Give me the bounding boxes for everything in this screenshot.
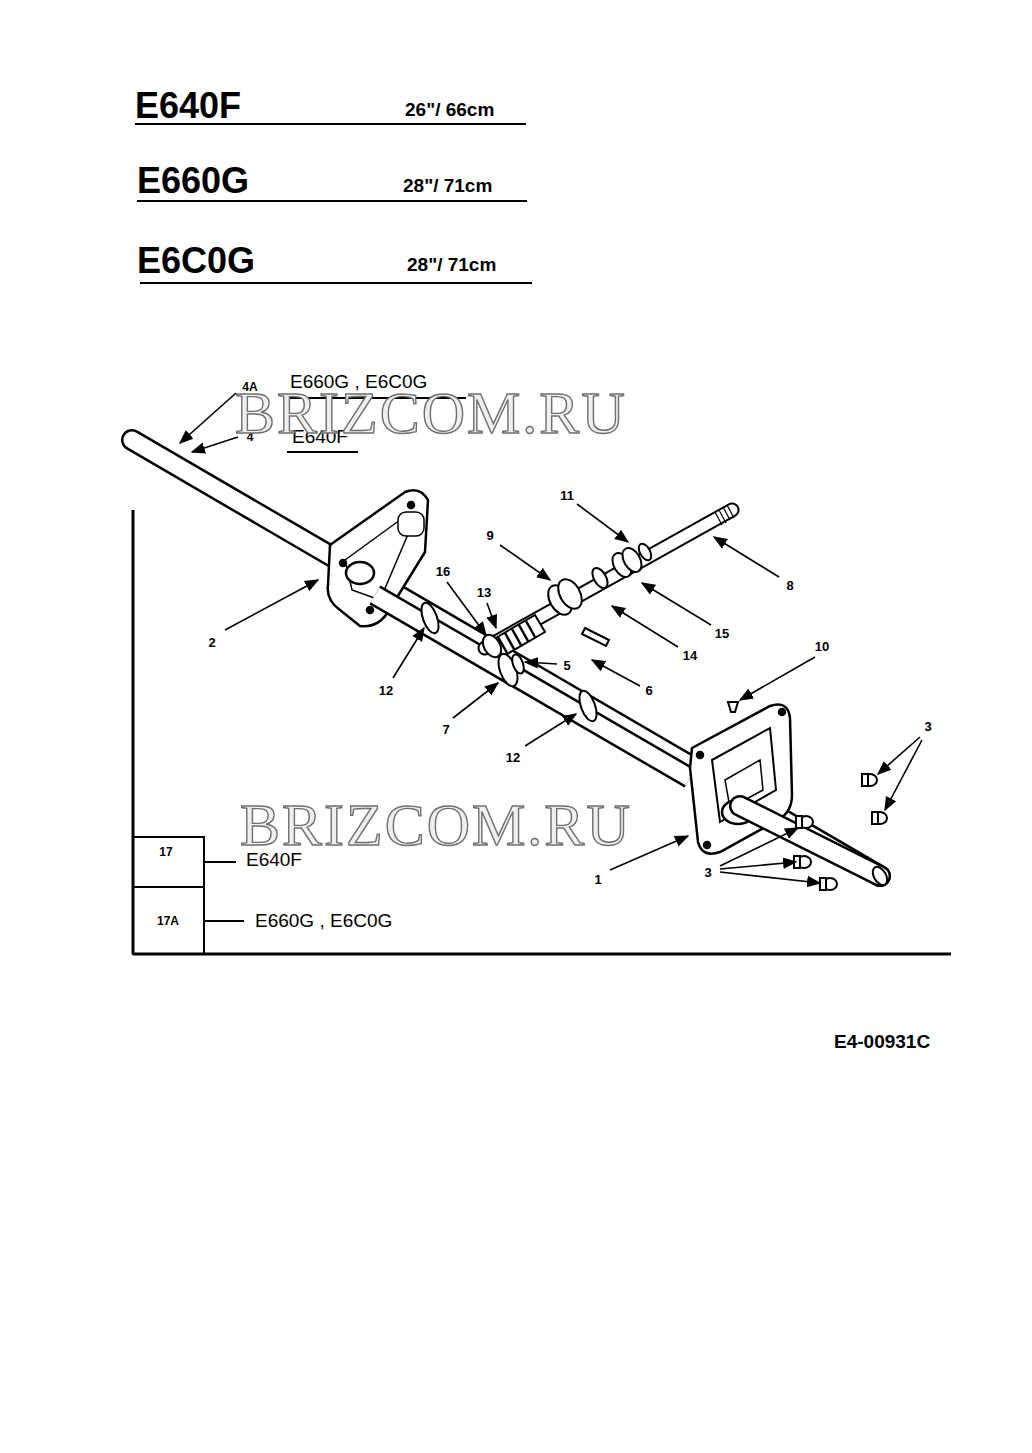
- frame-lines: [133, 510, 951, 954]
- model-size: 28"/ 71cm: [403, 176, 492, 195]
- washers: [418, 601, 600, 724]
- watermark: BRIZCOM.RU: [235, 383, 627, 443]
- callout-number: 5: [563, 659, 570, 672]
- model-size: 26"/ 66cm: [405, 100, 494, 119]
- callout-number: 3: [924, 720, 931, 733]
- table-cell: 17: [159, 846, 172, 858]
- callout-number: 12: [506, 751, 520, 764]
- callout-number: 8: [786, 579, 793, 592]
- model-title: E6C0G: [137, 243, 255, 279]
- worm-gear: [479, 615, 545, 660]
- model-size: 28"/ 71cm: [407, 255, 496, 274]
- callout-number: 11: [560, 489, 574, 502]
- callout-number: 10: [815, 640, 829, 653]
- drawing-number: E4-00931C: [834, 1032, 930, 1051]
- callout-number: 14: [683, 649, 697, 662]
- axle: [132, 440, 890, 888]
- model-title: E660G: [137, 163, 249, 199]
- callout-number: 15: [715, 627, 729, 640]
- callout-number: 2: [208, 636, 215, 649]
- bearings: [543, 542, 653, 619]
- table-cell: 17A: [157, 915, 179, 927]
- table-cell: E640F: [246, 850, 302, 869]
- bolts: [728, 702, 887, 890]
- callout-number: 3: [704, 866, 711, 879]
- watermark: BRIZCOM.RU: [240, 795, 632, 855]
- leader-lines: [180, 393, 922, 883]
- callout-number: 12: [379, 684, 393, 697]
- callout-number: 9: [486, 529, 493, 542]
- callout-number: 16: [436, 565, 450, 578]
- table-cell: E660G , E6C0G: [255, 911, 392, 930]
- callout-number: 13: [477, 586, 491, 599]
- key: [582, 628, 609, 646]
- callout-number: 7: [442, 723, 449, 736]
- callout-number: 6: [645, 684, 652, 697]
- model-title: E640F: [135, 88, 241, 124]
- callout-number: 1: [594, 873, 601, 886]
